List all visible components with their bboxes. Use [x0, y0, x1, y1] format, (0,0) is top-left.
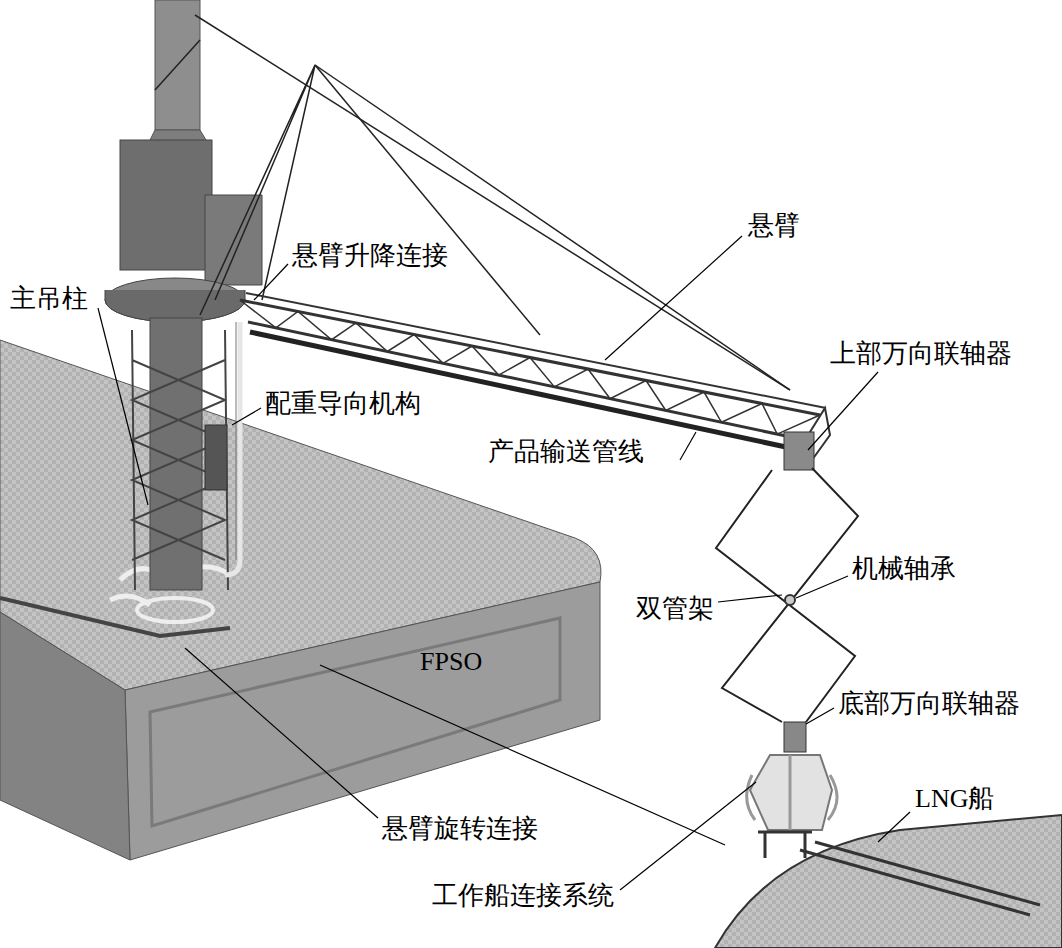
- leader-line: [98, 308, 148, 505]
- lng-ship: [715, 815, 1062, 948]
- pipe-arm: [716, 470, 855, 722]
- twin-pipe-frame: [716, 468, 858, 722]
- leader-line: [878, 812, 910, 842]
- bottom-universal-joint: [784, 722, 806, 752]
- mechanical-bearing: [785, 595, 795, 605]
- part-label: 悬臂旋转连接: [382, 815, 538, 843]
- column-top: [155, 0, 200, 130]
- slewing-ring: [137, 598, 213, 622]
- fpso-end: [0, 612, 130, 860]
- leader-line: [605, 236, 742, 360]
- cable: [315, 65, 540, 335]
- part-label: FPSO: [420, 648, 482, 676]
- part-label: 机械轴承: [852, 555, 956, 583]
- pipe-arm: [722, 468, 858, 722]
- leader-line: [232, 408, 261, 425]
- part-label: 工作船连接系统: [432, 882, 614, 910]
- coupling-valves: [747, 755, 837, 830]
- riser-pipe: [225, 322, 240, 575]
- cable: [155, 40, 200, 90]
- part-label: 主吊柱: [10, 285, 88, 313]
- boom-truss: [240, 293, 830, 460]
- leader-line: [680, 432, 696, 460]
- part-label: 双管架: [636, 595, 714, 623]
- upper-universal-joint: [784, 432, 814, 470]
- part-label: 产品输送管线: [488, 438, 644, 466]
- ship-deck: [715, 815, 1062, 948]
- deck-pipe: [0, 598, 230, 636]
- counterweight: [205, 425, 227, 490]
- product-pipeline: [250, 332, 800, 450]
- cable: [195, 15, 790, 390]
- part-label: 悬臂: [748, 212, 800, 240]
- hose-line: [320, 665, 725, 845]
- leader-line: [620, 782, 756, 890]
- riser-pipe-outline: [236, 322, 237, 560]
- a-frame-legs: [200, 65, 315, 315]
- part-label: 悬臂升降连接: [292, 242, 448, 270]
- fpso-side-band: [150, 618, 560, 826]
- platform-rim: [105, 290, 245, 322]
- ship-pipe: [800, 842, 1040, 915]
- coupling-system: [747, 755, 837, 858]
- leader-line: [718, 595, 782, 602]
- part-label: LNG船: [915, 785, 994, 813]
- platform: [105, 278, 245, 322]
- boom-lacing: [240, 300, 820, 434]
- column-house: [120, 140, 212, 270]
- part-label: 上部万向联轴器: [830, 340, 1012, 368]
- fpso-hull: [0, 340, 601, 860]
- column-lattice: [132, 330, 228, 590]
- main-column: [105, 0, 262, 590]
- part-label: 配重导向机构: [265, 390, 421, 418]
- leader-line: [254, 264, 288, 300]
- fpso-side: [125, 582, 600, 860]
- leader-line: [185, 648, 378, 818]
- coupling-stand: [758, 832, 812, 858]
- leader-lines: [98, 236, 910, 890]
- leader-line: [796, 576, 848, 598]
- leader-line: [808, 372, 878, 450]
- leader-line: [806, 708, 834, 724]
- part-label: 底部万向联轴器: [838, 690, 1020, 718]
- cable: [315, 65, 790, 390]
